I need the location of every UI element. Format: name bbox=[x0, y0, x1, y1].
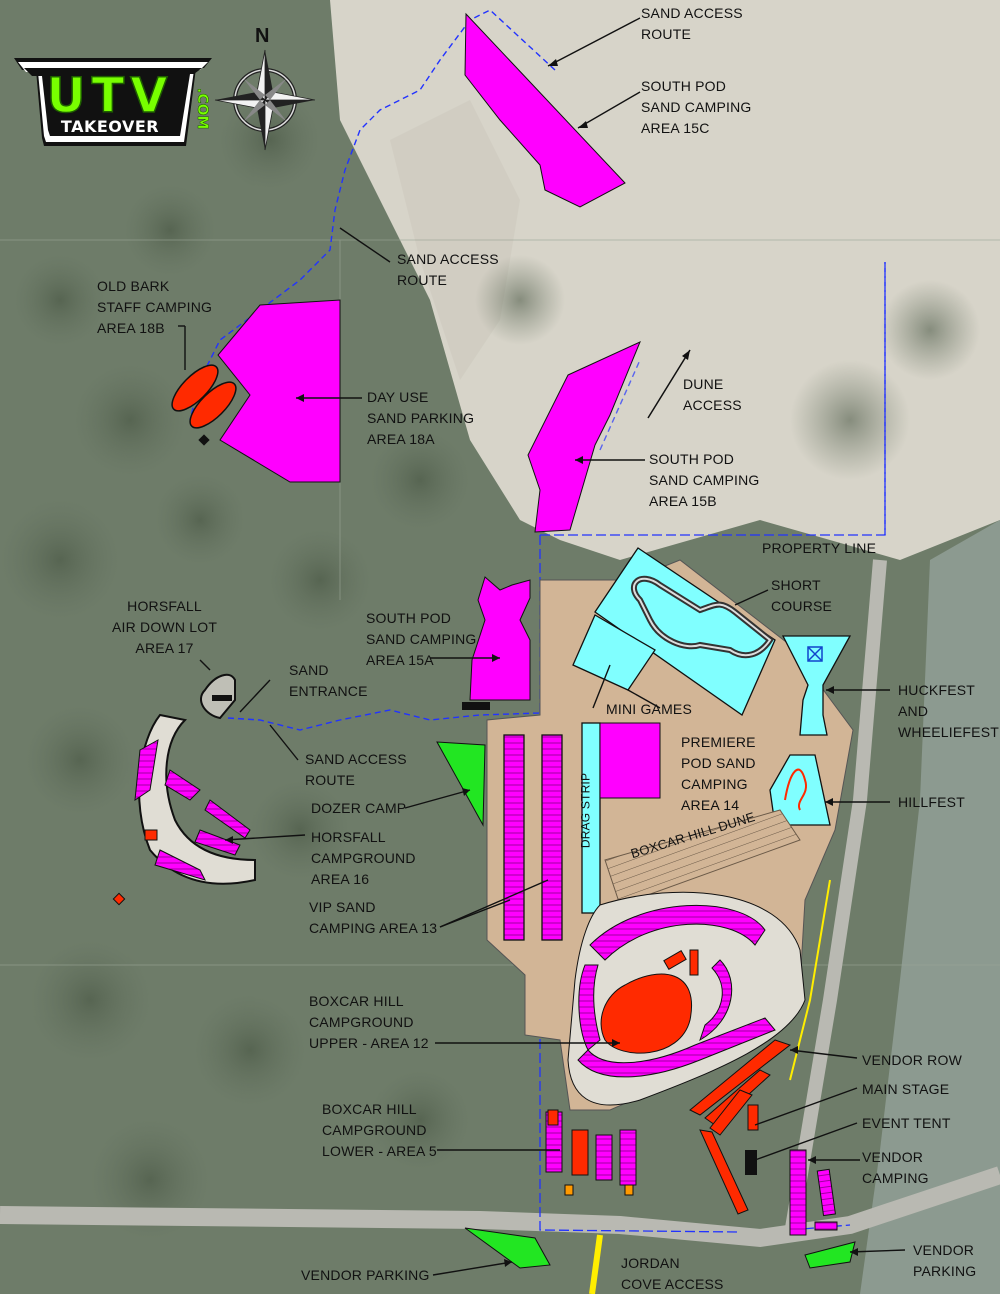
sand-access-route-east bbox=[599, 359, 641, 451]
logo-sub-text: TAKEOVER bbox=[61, 117, 159, 136]
vendor-parking-left bbox=[464, 1227, 551, 1269]
huckfest-area bbox=[781, 635, 852, 736]
label-huckfest: HUCKFEST AND WHEELIEFEST bbox=[898, 682, 999, 740]
bay-water bbox=[860, 520, 1000, 1294]
label-boxcar-upper-12: BOXCAR HILL CAMPGROUND UPPER - AREA 12 bbox=[309, 993, 429, 1051]
label-dozer-camp: DOZER CAMP bbox=[311, 800, 407, 816]
label-mini-games: MINI GAMES bbox=[606, 701, 693, 717]
area-18a-polygon bbox=[217, 299, 341, 483]
label-sand-access-route-3: SAND ACCESS ROUTE bbox=[305, 751, 407, 788]
label-vendor-row: VENDOR ROW bbox=[862, 1052, 962, 1068]
vendor-camping bbox=[789, 1149, 838, 1236]
horsfall-campground-16 bbox=[112, 713, 256, 906]
vip-area-13 bbox=[503, 734, 563, 941]
area-15a-gate bbox=[462, 702, 490, 710]
label-vendor-parking-right: VENDOR PARKING bbox=[913, 1242, 977, 1279]
label-event-tent: EVENT TENT bbox=[862, 1115, 951, 1131]
label-main-stage: MAIN STAGE bbox=[862, 1081, 950, 1097]
hillfest-area bbox=[769, 754, 831, 826]
label-vip-13: VIP SAND CAMPING AREA 13 bbox=[309, 899, 438, 936]
label-sand-access-route-1: SAND ACCESS ROUTE bbox=[641, 5, 743, 42]
boxcar-hill-dune bbox=[604, 809, 801, 906]
utv-takeover-logo[interactable]: UTV TAKEOVER .COM bbox=[14, 58, 212, 150]
label-dune-access: DUNE ACCESS bbox=[683, 376, 742, 413]
short-course bbox=[594, 547, 776, 716]
compass-north-label: N bbox=[255, 25, 270, 47]
label-hillfest: HILLFEST bbox=[898, 794, 965, 810]
tree-texture bbox=[0, 90, 980, 1240]
area-14 bbox=[599, 722, 661, 799]
label-vendor-camping: VENDOR CAMPING bbox=[862, 1149, 929, 1186]
dune-access-arrow bbox=[647, 349, 691, 419]
label-horsfall-campground-16: HORSFALL CAMPGROUND AREA 16 bbox=[311, 829, 416, 887]
leader-arrowheads bbox=[225, 59, 858, 1267]
jordan-cove-road bbox=[589, 1234, 603, 1294]
label-south-pod-15c: SOUTH POD SAND CAMPING AREA 15C bbox=[641, 78, 752, 136]
compass-rose-icon bbox=[214, 49, 316, 151]
label-south-pod-15a: SOUTH POD SAND CAMPING AREA 15A bbox=[366, 610, 477, 668]
sand-access-route bbox=[189, 9, 556, 731]
area-15b-polygon bbox=[527, 341, 641, 533]
vendor-parking-right bbox=[804, 1241, 856, 1269]
label-day-use-18a: DAY USE SAND PARKING AREA 18A bbox=[367, 389, 475, 447]
label-drag-strip: DRAG STRIP bbox=[578, 772, 593, 849]
boxcar-lower-5 bbox=[545, 1109, 637, 1196]
label-sand-access-route-2: SAND ACCESS ROUTE bbox=[397, 251, 499, 288]
coast-road-yellow bbox=[789, 879, 831, 1081]
logo-main-text: UTV bbox=[47, 68, 174, 124]
label-jordan-cove: JORDAN COVE ACCESS bbox=[621, 1255, 724, 1292]
leader-lines bbox=[178, 17, 906, 1276]
drag-strip bbox=[581, 722, 601, 914]
label-short-course: SHORT COURSE bbox=[771, 577, 833, 614]
vendor-row bbox=[689, 1039, 792, 1215]
label-property-line: PROPERTY LINE bbox=[762, 540, 877, 556]
dozer-camp bbox=[436, 741, 486, 827]
label-premiere-14: PREMIERE POD SAND CAMPING AREA 14 bbox=[681, 734, 756, 813]
label-south-pod-15b: SOUTH POD SAND CAMPING AREA 15B bbox=[649, 451, 760, 509]
boxcar-upper-12 bbox=[567, 891, 806, 1106]
label-vendor-parking-left: VENDOR PARKING bbox=[301, 1267, 430, 1283]
logo-suffix-text: .COM bbox=[194, 88, 210, 129]
coast-road bbox=[783, 559, 887, 1242]
area-15a-polygon bbox=[469, 576, 531, 701]
label-horsfall-air-down-17: HORSFALL AIR DOWN LOT AREA 17 bbox=[112, 598, 218, 656]
label-boxcar-lower-5: BOXCAR HILL CAMPGROUND LOWER - AREA 5 bbox=[322, 1101, 437, 1159]
area-15c-polygon bbox=[464, 12, 626, 208]
label-old-bark-18b: OLD BARK STAFF CAMPING AREA 18B bbox=[97, 278, 213, 336]
horsfall-air-down-17 bbox=[200, 673, 236, 720]
area-18b-lot bbox=[171, 364, 237, 446]
label-sand-entrance: SAND ENTRANCE bbox=[289, 662, 368, 699]
